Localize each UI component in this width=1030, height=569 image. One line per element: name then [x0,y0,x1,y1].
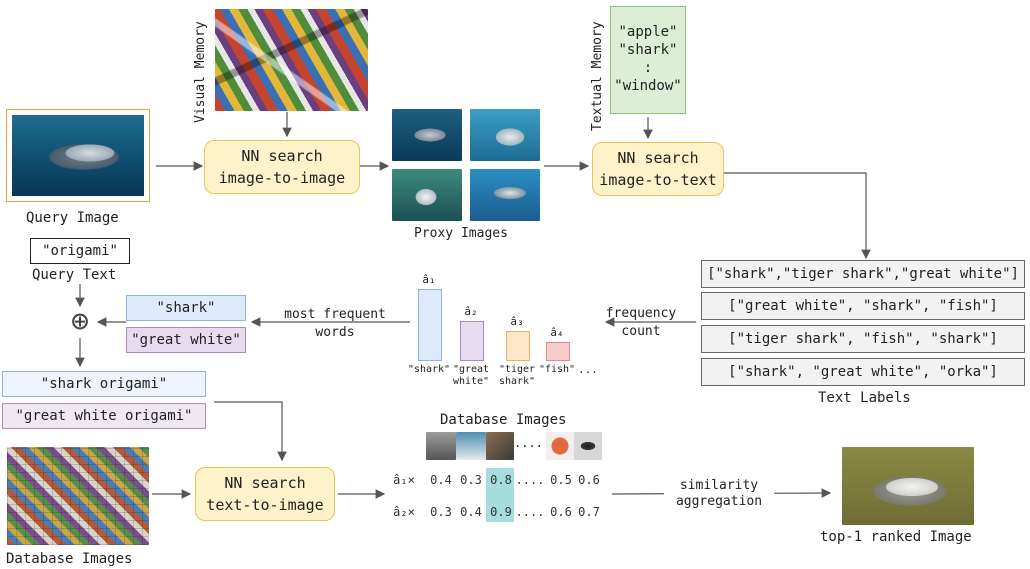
memory-item: "apple" [618,24,678,40]
count-line: count [621,324,661,339]
proxy-images-label: Proxy Images [414,226,508,241]
sim-cell: 0.3 [460,473,482,487]
sim-cell: 0.5 [550,473,572,487]
query-text-box: "origami" [30,238,130,264]
visual-memory-collage [215,9,368,111]
query-great-white-origami: "great white origami" [2,403,206,429]
sim-row-coefficient: â₁× [393,473,415,487]
top1-ranked-image [842,447,974,525]
textual-memory-box: "apple" "shark" : "window" [610,6,686,114]
sim-cell: 0.4 [430,473,452,487]
text-label-row: ["shark", "great white", "orka"] [701,358,1025,386]
sim-highlight-column [486,468,514,522]
similarity-line: similarity [679,478,759,493]
words-line: words [315,325,355,340]
top1-label: top-1 ranked Image [820,529,972,545]
frequency-bar [460,320,484,361]
sim-row-coefficient: â₂× [393,505,415,519]
query-image-label: Query Image [26,210,119,226]
nn-search-image-to-image: NN search image-to-image [204,140,360,194]
bar-coefficient-label: â₁ [422,273,436,286]
sim-cell: 0.7 [578,505,600,519]
bar-coefficient-label: â₂ [464,304,478,318]
frequency-bar [506,331,530,361]
nn-label-1: NN search [224,474,306,492]
text-labels-caption: Text Labels [818,390,911,406]
text-label-row: ["tiger shark", "fish", "shark"] [701,325,1025,353]
nn-label-2: text-to-image [206,496,324,514]
bar-coefficient-label: â₃ [510,315,524,328]
db-thumb [486,432,514,460]
bar-category-label: "shark" [407,364,451,375]
bar-category-label: "tiger shark" [498,364,536,387]
sim-cell: 0.4 [460,505,482,519]
text-label-row: ["shark","tiger shark","great white"] [701,260,1025,288]
proxy-image-2 [470,109,540,161]
db-thumb [546,432,574,460]
db-dots: .... [514,436,543,450]
query-shark-origami: "shark origami" [2,371,206,397]
query-text-label: Query Text [32,267,117,283]
database-images-mosaic [7,447,149,545]
nn-label-2: image-to-image [218,169,346,187]
bar-category-label: "great white" [452,364,490,387]
bar-category-label: "fish" [538,364,576,375]
sim-cell: 0.6 [550,505,572,519]
nn-search-text-to-image: NN search text-to-image [195,467,335,521]
sim-cell: 0.6 [578,473,600,487]
nn-label-2: image-to-text [599,171,717,189]
aggregation-line: aggregation [675,494,763,509]
proxy-image-3 [392,169,462,221]
frequency-line: frequency [605,306,677,321]
visual-memory-label: Visual Memory [193,21,208,123]
sim-cell: 0.9 [490,505,512,519]
bar-trailing-dots: ... [578,363,598,376]
sim-dots: .... [515,473,545,487]
memory-item: "window" [614,78,682,94]
frequency-bar [546,341,570,361]
sim-cell: 0.3 [430,505,452,519]
memory-item: "shark" [618,42,678,58]
textual-memory-label: Textual Memory [590,21,605,131]
shark-photo [12,115,144,196]
combine-plus-icon: ⊕ [70,304,90,339]
sim-cell: 0.8 [490,473,512,487]
db-thumb [574,432,602,460]
db-thumb [456,432,486,460]
database-images-label: Database Images [6,551,133,567]
most-frequent-line: most frequent [284,307,386,322]
frequency-count-label: frequency count [601,305,681,341]
most-frequent-words-label: most frequent words [272,306,398,342]
proxy-image-4 [470,169,540,221]
text-label-row: ["great white", "shark", "fish"] [701,292,1025,320]
word-great-white: "great white" [126,327,246,353]
query-image-frame [6,109,150,202]
nn-label-1: NN search [241,147,323,165]
bar-coefficient-label: â₄ [550,325,564,339]
sim-dots: .... [515,505,545,519]
frequency-bar [418,289,442,361]
nn-search-image-to-text: NN search image-to-text [592,142,724,196]
frequency-bar-chart: â₁ "shark" â₂ "great white" â₃ "tiger shark" â… [400,268,605,398]
memory-item: : [643,60,653,76]
db-thumb [426,432,456,460]
nn-label-1: NN search [617,149,699,167]
similarity-aggregation-label: similarity aggregation [664,478,774,510]
word-shark: "shark" [126,295,246,321]
database-images-top-label: Database Images [440,412,567,428]
proxy-image-1 [392,109,462,161]
